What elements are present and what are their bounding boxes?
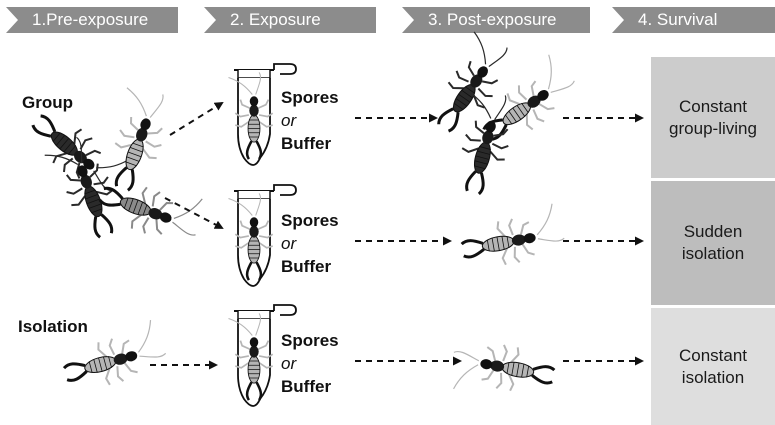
microcentrifuge-tube-icon (233, 304, 297, 407)
outcome-line: Constant (678, 345, 748, 365)
spores-text: Spores (281, 331, 339, 350)
stage-pre-exposure: 1.Pre-exposure (6, 7, 178, 33)
group-label: Group (22, 93, 73, 112)
earwig-icon (56, 317, 172, 397)
outcome-line: Constant (678, 96, 748, 116)
treatment-label-row2: Spores or Buffer (281, 209, 339, 278)
spores-text: Spores (281, 211, 339, 230)
earwig-icon (92, 164, 210, 252)
stage-label: 4. Survival (638, 10, 718, 29)
buffer-text: Buffer (281, 377, 332, 396)
or-text: or (281, 354, 297, 373)
outcome-sudden-isolation: Sudden isolation (651, 181, 775, 305)
or-text: or (281, 111, 297, 130)
outcome-line: Sudden (683, 222, 743, 241)
stage-label: 1.Pre-exposure (32, 10, 149, 29)
stage-survival: 4. Survival (612, 7, 775, 33)
outcome-line: isolation (681, 244, 745, 263)
stage-label: 3. Post-exposure (428, 10, 557, 29)
treatment-label-row3: Spores or Buffer (281, 329, 339, 398)
earwig-icon (446, 335, 559, 408)
buffer-text: Buffer (281, 257, 332, 276)
outcome-line: group-living (669, 118, 757, 138)
stage-post-exposure: 3. Post-exposure (402, 7, 590, 33)
buffer-text: Buffer (281, 134, 332, 153)
outcome-line: isolation (681, 367, 745, 387)
earwig-icon (21, 95, 136, 205)
stage-header-bar: 1.Pre-exposure 2. Exposure 3. Post-expos… (0, 0, 775, 36)
microcentrifuge-tube-icon (233, 63, 297, 166)
stage-exposure: 2. Exposure (204, 7, 376, 33)
or-text: or (281, 234, 297, 253)
microcentrifuge-tube-icon (233, 184, 297, 287)
earwig-icon (455, 201, 569, 274)
spores-text: Spores (281, 88, 339, 107)
treatment-label-row1: Spores or Buffer (281, 86, 339, 155)
dashed-arrow-icon (169, 101, 224, 136)
isolation-label: Isolation (18, 317, 88, 336)
stage-label: 2. Exposure (230, 10, 321, 29)
